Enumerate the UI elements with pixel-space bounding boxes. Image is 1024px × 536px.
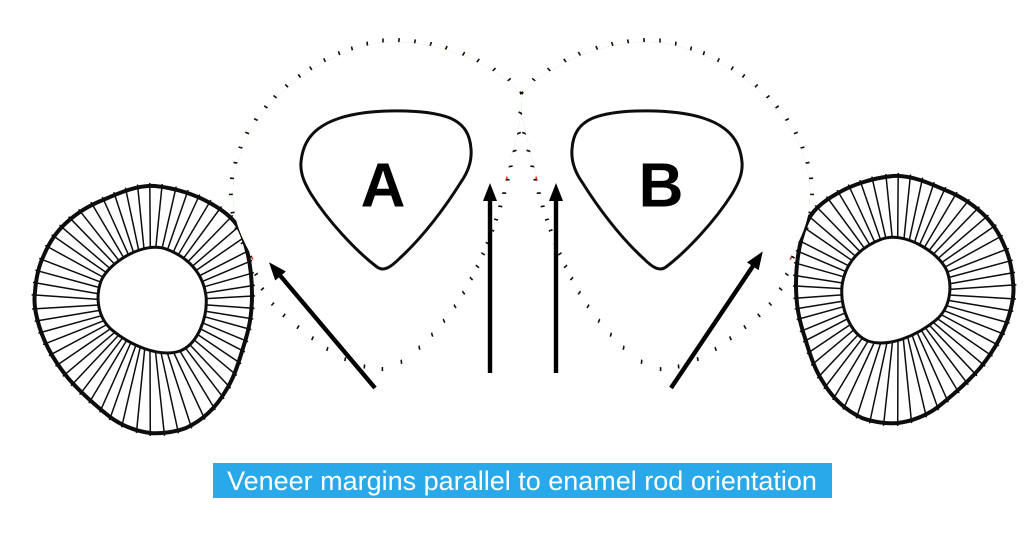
tooth-far-left (31, 182, 256, 437)
caption-bar: Veneer margins parallel to enamel rod or… (213, 463, 832, 498)
margin-pointer-arrows (268, 183, 763, 390)
tooth-a-label: A (361, 152, 406, 221)
tooth-a (228, 38, 525, 372)
arrow-to-margin-b-right (669, 251, 763, 390)
arrow-to-margin-a-left (268, 262, 377, 390)
tooth-b-label: B (639, 152, 684, 221)
tooth-a-inner-contour (299, 109, 473, 271)
caption-text: Veneer margins parallel to enamel rod or… (227, 466, 817, 496)
caption-bar-background (213, 463, 832, 498)
enamel-rod-lines-far-left (31, 182, 256, 437)
tooth-far-left-inner-contour (96, 245, 208, 355)
tooth-far-right (791, 170, 1019, 428)
